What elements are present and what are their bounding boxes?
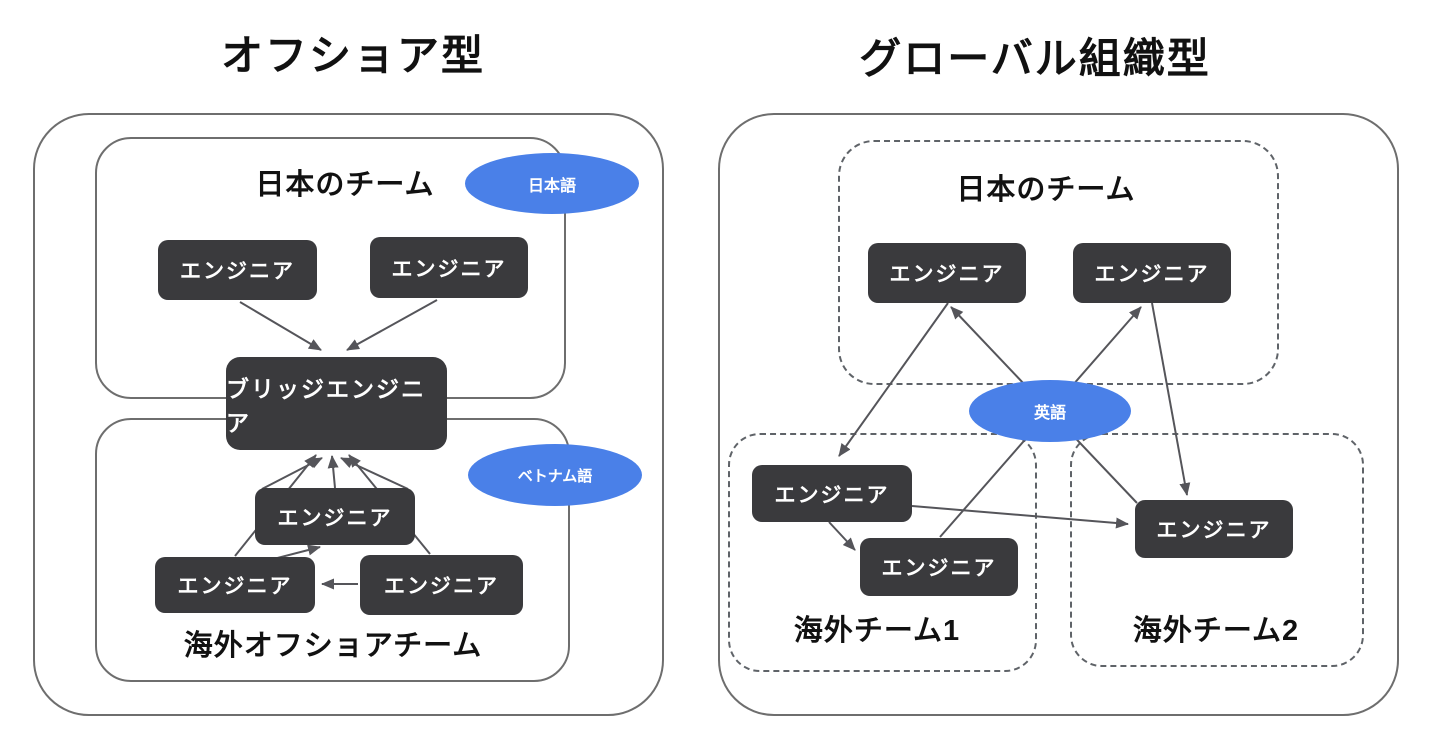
left-outer-container (33, 113, 664, 716)
offshore-engineer-left: エンジニア (155, 557, 315, 613)
left-offshore-team-label: 海外オフショアチーム (183, 630, 483, 662)
arrow-team1-eng1-to-team2-eng1 (911, 505, 1129, 529)
overseas-team1-label: 海外チーム1 (793, 615, 961, 647)
overseas-team1-container (728, 433, 1037, 672)
overseas-team2-container (1070, 433, 1364, 667)
right-japan-team-label: 日本のチーム (956, 174, 1136, 206)
arrow-left-jp-eng1-to-bridge (239, 301, 322, 351)
arrow-right-jp2-to-team2-eng1 (1151, 302, 1191, 496)
right-jp-engineer-1: エンジニア (868, 243, 1026, 303)
arrow-team1-eng1-to-team1-eng2 (828, 521, 856, 551)
team1-engineer-2: エンジニア (860, 538, 1018, 596)
arrow-offshore-mid-to-bridge (327, 455, 339, 489)
japanese-language-badge: 日本語 (465, 153, 639, 214)
arrow-left-jp-eng2-to-bridge (346, 299, 438, 351)
right-diagram-title: グローバル組織型 (859, 35, 1211, 82)
right-jp-engineer-2: エンジニア (1073, 243, 1231, 303)
vietnamese-language-badge: ベトナム語 (468, 444, 642, 506)
arrow-right-jp1-to-team1-eng1 (838, 302, 949, 457)
english-language-badge: 英語 (969, 380, 1131, 442)
team2-engineer-1: エンジニア (1135, 500, 1293, 558)
offshore-engineer-right: エンジニア (360, 555, 523, 615)
arrow-offshore-mid-right-to-bridge (340, 457, 409, 490)
left-jp-engineer-2: エンジニア (370, 237, 528, 298)
left-jp-engineer-1: エンジニア (158, 240, 317, 300)
offshore-engineer-mid: エンジニア (255, 488, 415, 545)
team1-engineer-1: エンジニア (752, 465, 912, 522)
left-japan-team-label: 日本のチーム (255, 169, 435, 201)
overseas-team2-label: 海外チーム2 (1132, 615, 1300, 647)
left-diagram-title: オフショア型 (220, 32, 485, 79)
bridge-engineer: ブリッジエンジニア (226, 357, 447, 450)
right-outer-container (718, 113, 1399, 716)
